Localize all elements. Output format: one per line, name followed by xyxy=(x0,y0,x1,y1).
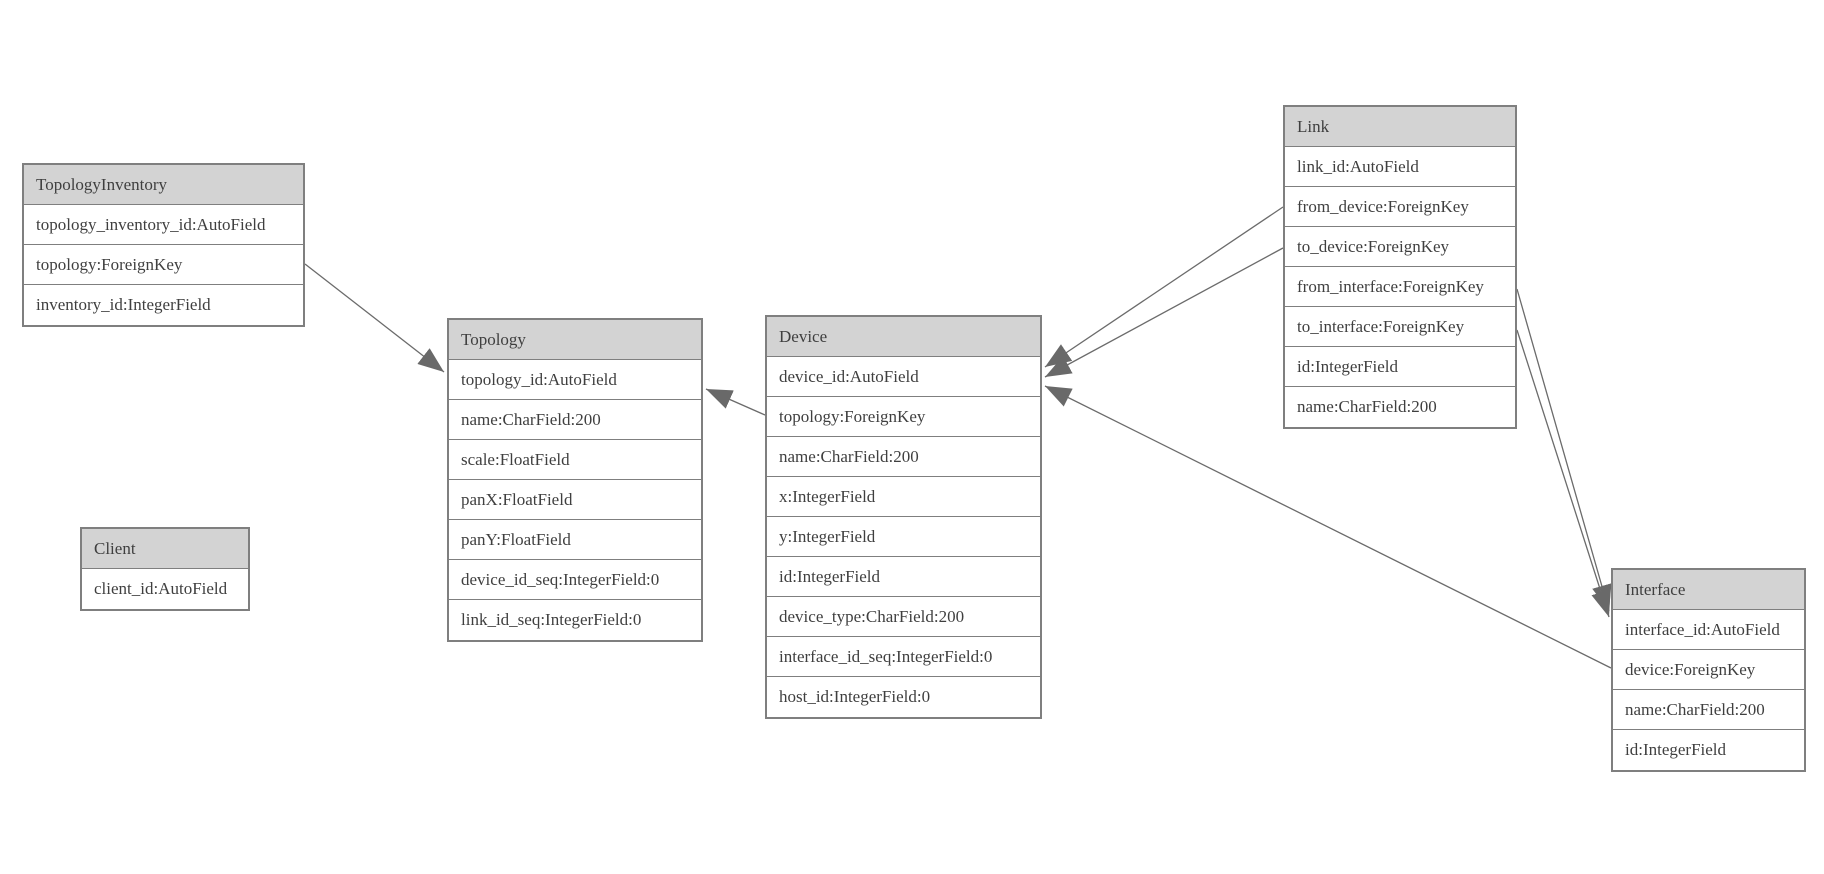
field-row: device_id_seq:IntegerField:0 xyxy=(449,560,701,600)
table-title: TopologyInventory xyxy=(24,165,303,205)
field-row: device_type:CharField:200 xyxy=(767,597,1040,637)
entity-table-client: Client client_id:AutoField xyxy=(80,527,250,611)
edge-device-topology xyxy=(705,388,766,416)
field-row: id:IntegerField xyxy=(1285,347,1515,387)
field-row: x:IntegerField xyxy=(767,477,1040,517)
field-row: to_interface:ForeignKey xyxy=(1285,307,1515,347)
field-row: device_id:AutoField xyxy=(767,357,1040,397)
field-row: scale:FloatField xyxy=(449,440,701,480)
field-row: name:CharField:200 xyxy=(1613,690,1804,730)
field-row: to_device:ForeignKey xyxy=(1285,227,1515,267)
field-row: interface_id_seq:IntegerField:0 xyxy=(767,637,1040,677)
table-title: Link xyxy=(1285,107,1515,147)
field-row: topology:ForeignKey xyxy=(24,245,303,285)
field-row: id:IntegerField xyxy=(1613,730,1804,770)
edge-link-todevice-device xyxy=(1044,247,1284,378)
table-title: Device xyxy=(767,317,1040,357)
field-row: topology_id:AutoField xyxy=(449,360,701,400)
edge-link-fromdevice-device xyxy=(1044,206,1284,368)
table-title: Client xyxy=(82,529,248,569)
field-row: device:ForeignKey xyxy=(1613,650,1804,690)
table-title: Topology xyxy=(449,320,701,360)
field-row: link_id_seq:IntegerField:0 xyxy=(449,600,701,640)
field-row: from_interface:ForeignKey xyxy=(1285,267,1515,307)
field-row: link_id:AutoField xyxy=(1285,147,1515,187)
entity-table-device: Device device_id:AutoField topology:Fore… xyxy=(765,315,1042,719)
field-row: topology_inventory_id:AutoField xyxy=(24,205,303,245)
edge-link-tointerface-interface xyxy=(1516,329,1611,618)
field-row: inventory_id:IntegerField xyxy=(24,285,303,325)
field-row: panX:FloatField xyxy=(449,480,701,520)
entity-table-topology: Topology topology_id:AutoField name:Char… xyxy=(447,318,703,642)
field-row: host_id:IntegerField:0 xyxy=(767,677,1040,717)
table-title: Interface xyxy=(1613,570,1804,610)
field-row: client_id:AutoField xyxy=(82,569,248,609)
entity-table-topologyinventory: TopologyInventory topology_inventory_id:… xyxy=(22,163,305,327)
field-row: id:IntegerField xyxy=(767,557,1040,597)
field-row: y:IntegerField xyxy=(767,517,1040,557)
field-row: from_device:ForeignKey xyxy=(1285,187,1515,227)
entity-table-interface: Interface interface_id:AutoField device:… xyxy=(1611,568,1806,772)
field-row: panY:FloatField xyxy=(449,520,701,560)
field-row: interface_id:AutoField xyxy=(1613,610,1804,650)
field-row: name:CharField:200 xyxy=(449,400,701,440)
field-row: topology:ForeignKey xyxy=(767,397,1040,437)
edge-link-frominterface-interface xyxy=(1516,288,1612,612)
field-row: name:CharField:200 xyxy=(1285,387,1515,427)
entity-table-link: Link link_id:AutoField from_device:Forei… xyxy=(1283,105,1517,429)
edge-topologyinventory-topology xyxy=(304,263,445,373)
field-row: name:CharField:200 xyxy=(767,437,1040,477)
